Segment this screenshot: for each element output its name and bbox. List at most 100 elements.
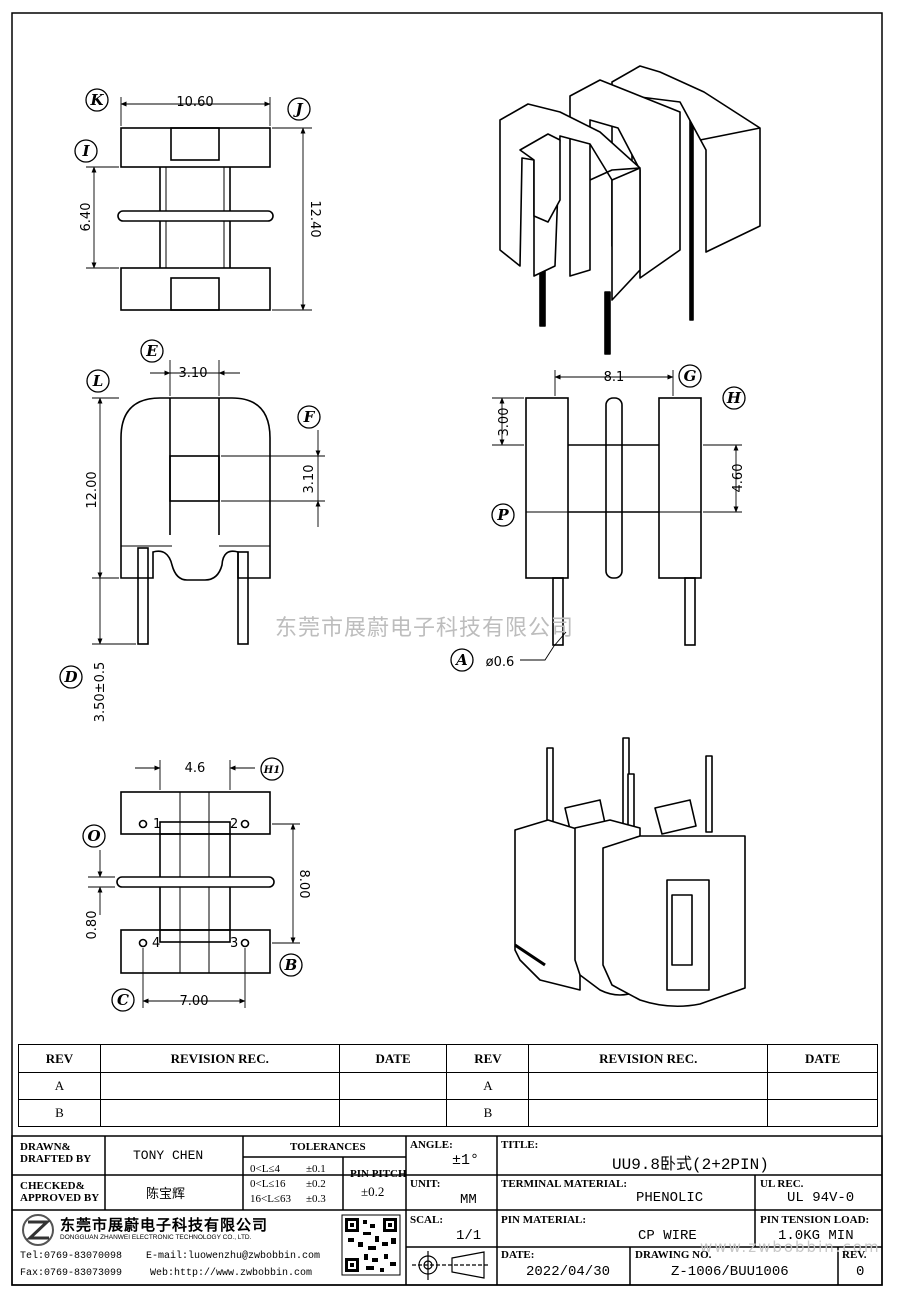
watermark-company: 东莞市展蔚电子科技有限公司 (275, 616, 575, 641)
unit-label: UNIT: (410, 1178, 441, 1190)
top-view (117, 127, 274, 311)
company-web: Web:http://www.zwbobbin.com (150, 1268, 313, 1279)
dim-bottom-span: 8.00 (296, 870, 311, 899)
col-rev: REV (18, 1044, 101, 1073)
svg-text:K: K (89, 91, 104, 109)
svg-text:G: G (684, 367, 697, 385)
drawing-no-value: Z-1006/BUU1006 (671, 1264, 789, 1280)
revision-cell (338, 1099, 448, 1127)
revision-cell: B (18, 1099, 101, 1127)
tol-range-3: 16<L≤63 (250, 1193, 291, 1205)
angle-label: ANGLE: (410, 1139, 453, 1151)
col-revision-rec: REVISION REC. (99, 1044, 340, 1073)
dim-side-flange: 3.00 (497, 408, 512, 437)
col-rev-2: REV (446, 1044, 530, 1073)
front-view-dims (92, 360, 325, 645)
svg-text:L: L (92, 372, 104, 390)
revision-row: A A (18, 1072, 878, 1100)
revision-cell (99, 1099, 340, 1127)
dim-side-width: 8.1 (604, 370, 625, 385)
pin-material-label: PIN MATERIAL: (501, 1214, 587, 1226)
bottom-view-dims (88, 760, 300, 1008)
scal-value: 1/1 (456, 1228, 482, 1244)
svg-text:O: O (87, 827, 100, 845)
company-name-cn: 东莞市展蔚电子科技有限公司 (60, 1216, 269, 1234)
svg-text:H: H (726, 389, 742, 407)
ul-rec-value: UL 94V-0 (787, 1190, 855, 1206)
title-value: UU9.8卧式(2+2PIN) (612, 1156, 769, 1174)
col-date-2: DATE (767, 1044, 878, 1073)
projection-symbol (412, 1251, 490, 1280)
col-revision-rec-2: REVISION REC. (528, 1044, 769, 1073)
drawing-no-label: DRAWING NO. (635, 1249, 712, 1261)
company-fax: Fax:0769-83073099 (20, 1268, 123, 1279)
tol-value-1: ±0.1 (306, 1163, 326, 1175)
isometric-view-top (499, 65, 761, 355)
pin-2-label: 2 (230, 817, 238, 832)
bottom-view (116, 791, 275, 974)
pin-pitch-value: ±0.2 (361, 1184, 385, 1199)
top-view-dims (86, 97, 312, 311)
qr-code (341, 1214, 401, 1276)
revision-cell: B (446, 1099, 530, 1127)
svg-text:B: B (284, 956, 298, 974)
pin-material-value: CP WIRE (638, 1228, 697, 1244)
revision-row: B B (18, 1099, 878, 1127)
svg-text:F: F (303, 408, 316, 426)
revision-cell (338, 1072, 448, 1100)
angle-value: ±1° (452, 1152, 480, 1169)
pin-4-label: 4 (152, 936, 160, 951)
checked-by-value: 陈宝辉 (146, 1187, 186, 1202)
svg-text:J: J (292, 100, 303, 118)
checked-by-label: CHECKED& APPROVED BY (20, 1180, 100, 1204)
revision-cell (767, 1099, 878, 1127)
svg-text:C: C (117, 991, 129, 1009)
rev-value: 0 (856, 1264, 865, 1280)
reference-labels (59, 88, 746, 1012)
company-name-en: DONGGUAN ZHANWEI ELECTRONIC TECHNOLOGY C… (60, 1234, 252, 1241)
tol-value-2: ±0.2 (306, 1178, 326, 1190)
unit-value: MM (460, 1192, 477, 1208)
tension-label: PIN TENSION LOAD: (760, 1214, 870, 1226)
dim-side-core: 4.60 (731, 464, 746, 493)
date-label: DATE: (501, 1249, 535, 1261)
revision-cell (528, 1072, 769, 1100)
dim-pin-length: 3.50±0.5 (93, 662, 108, 723)
pin-1-label: 1 (153, 817, 161, 832)
title-label: TITLE: (501, 1139, 539, 1151)
scal-label: SCAL: (410, 1214, 444, 1226)
tol-range-2: 0<L≤16 (250, 1178, 286, 1190)
front-view (120, 397, 271, 645)
dim-pin-dia: ø0.6 (486, 655, 515, 670)
company-email: E-mail:luowenzhu@zwbobbin.com (146, 1251, 321, 1262)
dim-front-height: 12.00 (85, 471, 100, 508)
pin-pitch-label: PIN PITCH (350, 1168, 407, 1180)
terminal-material-value: PHENOLIC (636, 1190, 704, 1206)
terminal-material-label: TERMINAL MATERIAL: (501, 1178, 628, 1190)
side-view-dims (492, 370, 742, 661)
watermark-url: www.zwbobbin.com (700, 1238, 881, 1256)
isometric-view-bottom (514, 737, 746, 1008)
rev-label: REV. (842, 1249, 867, 1261)
tolerances-label: TOLERANCES (290, 1141, 366, 1153)
svg-text:I: I (81, 142, 90, 160)
dim-top-width: 10.60 (176, 95, 213, 110)
revision-cell (767, 1072, 878, 1100)
reference-label-text: K J I E L F D G H P A H1 O B C (63, 91, 741, 1009)
svg-text:A: A (454, 651, 468, 669)
revision-table: REV REVISION REC. DATE REV REVISION REC.… (18, 1044, 878, 1127)
svg-text:P: P (496, 506, 509, 524)
tol-range-1: 0<L≤4 (250, 1163, 280, 1175)
company-tel: Tel:0769-83070098 (20, 1251, 123, 1262)
col-date: DATE (338, 1044, 448, 1073)
dim-top-inner: 6.40 (79, 203, 94, 232)
revision-cell: A (446, 1072, 530, 1100)
tension-value: 1.0KG MIN (778, 1228, 854, 1244)
svg-text:D: D (63, 668, 77, 686)
side-view (525, 397, 702, 646)
dim-bottom-slot: 4.6 (185, 761, 206, 776)
revision-header-row: REV REVISION REC. DATE REV REVISION REC.… (18, 1044, 878, 1073)
ul-rec-label: UL REC. (760, 1178, 804, 1190)
